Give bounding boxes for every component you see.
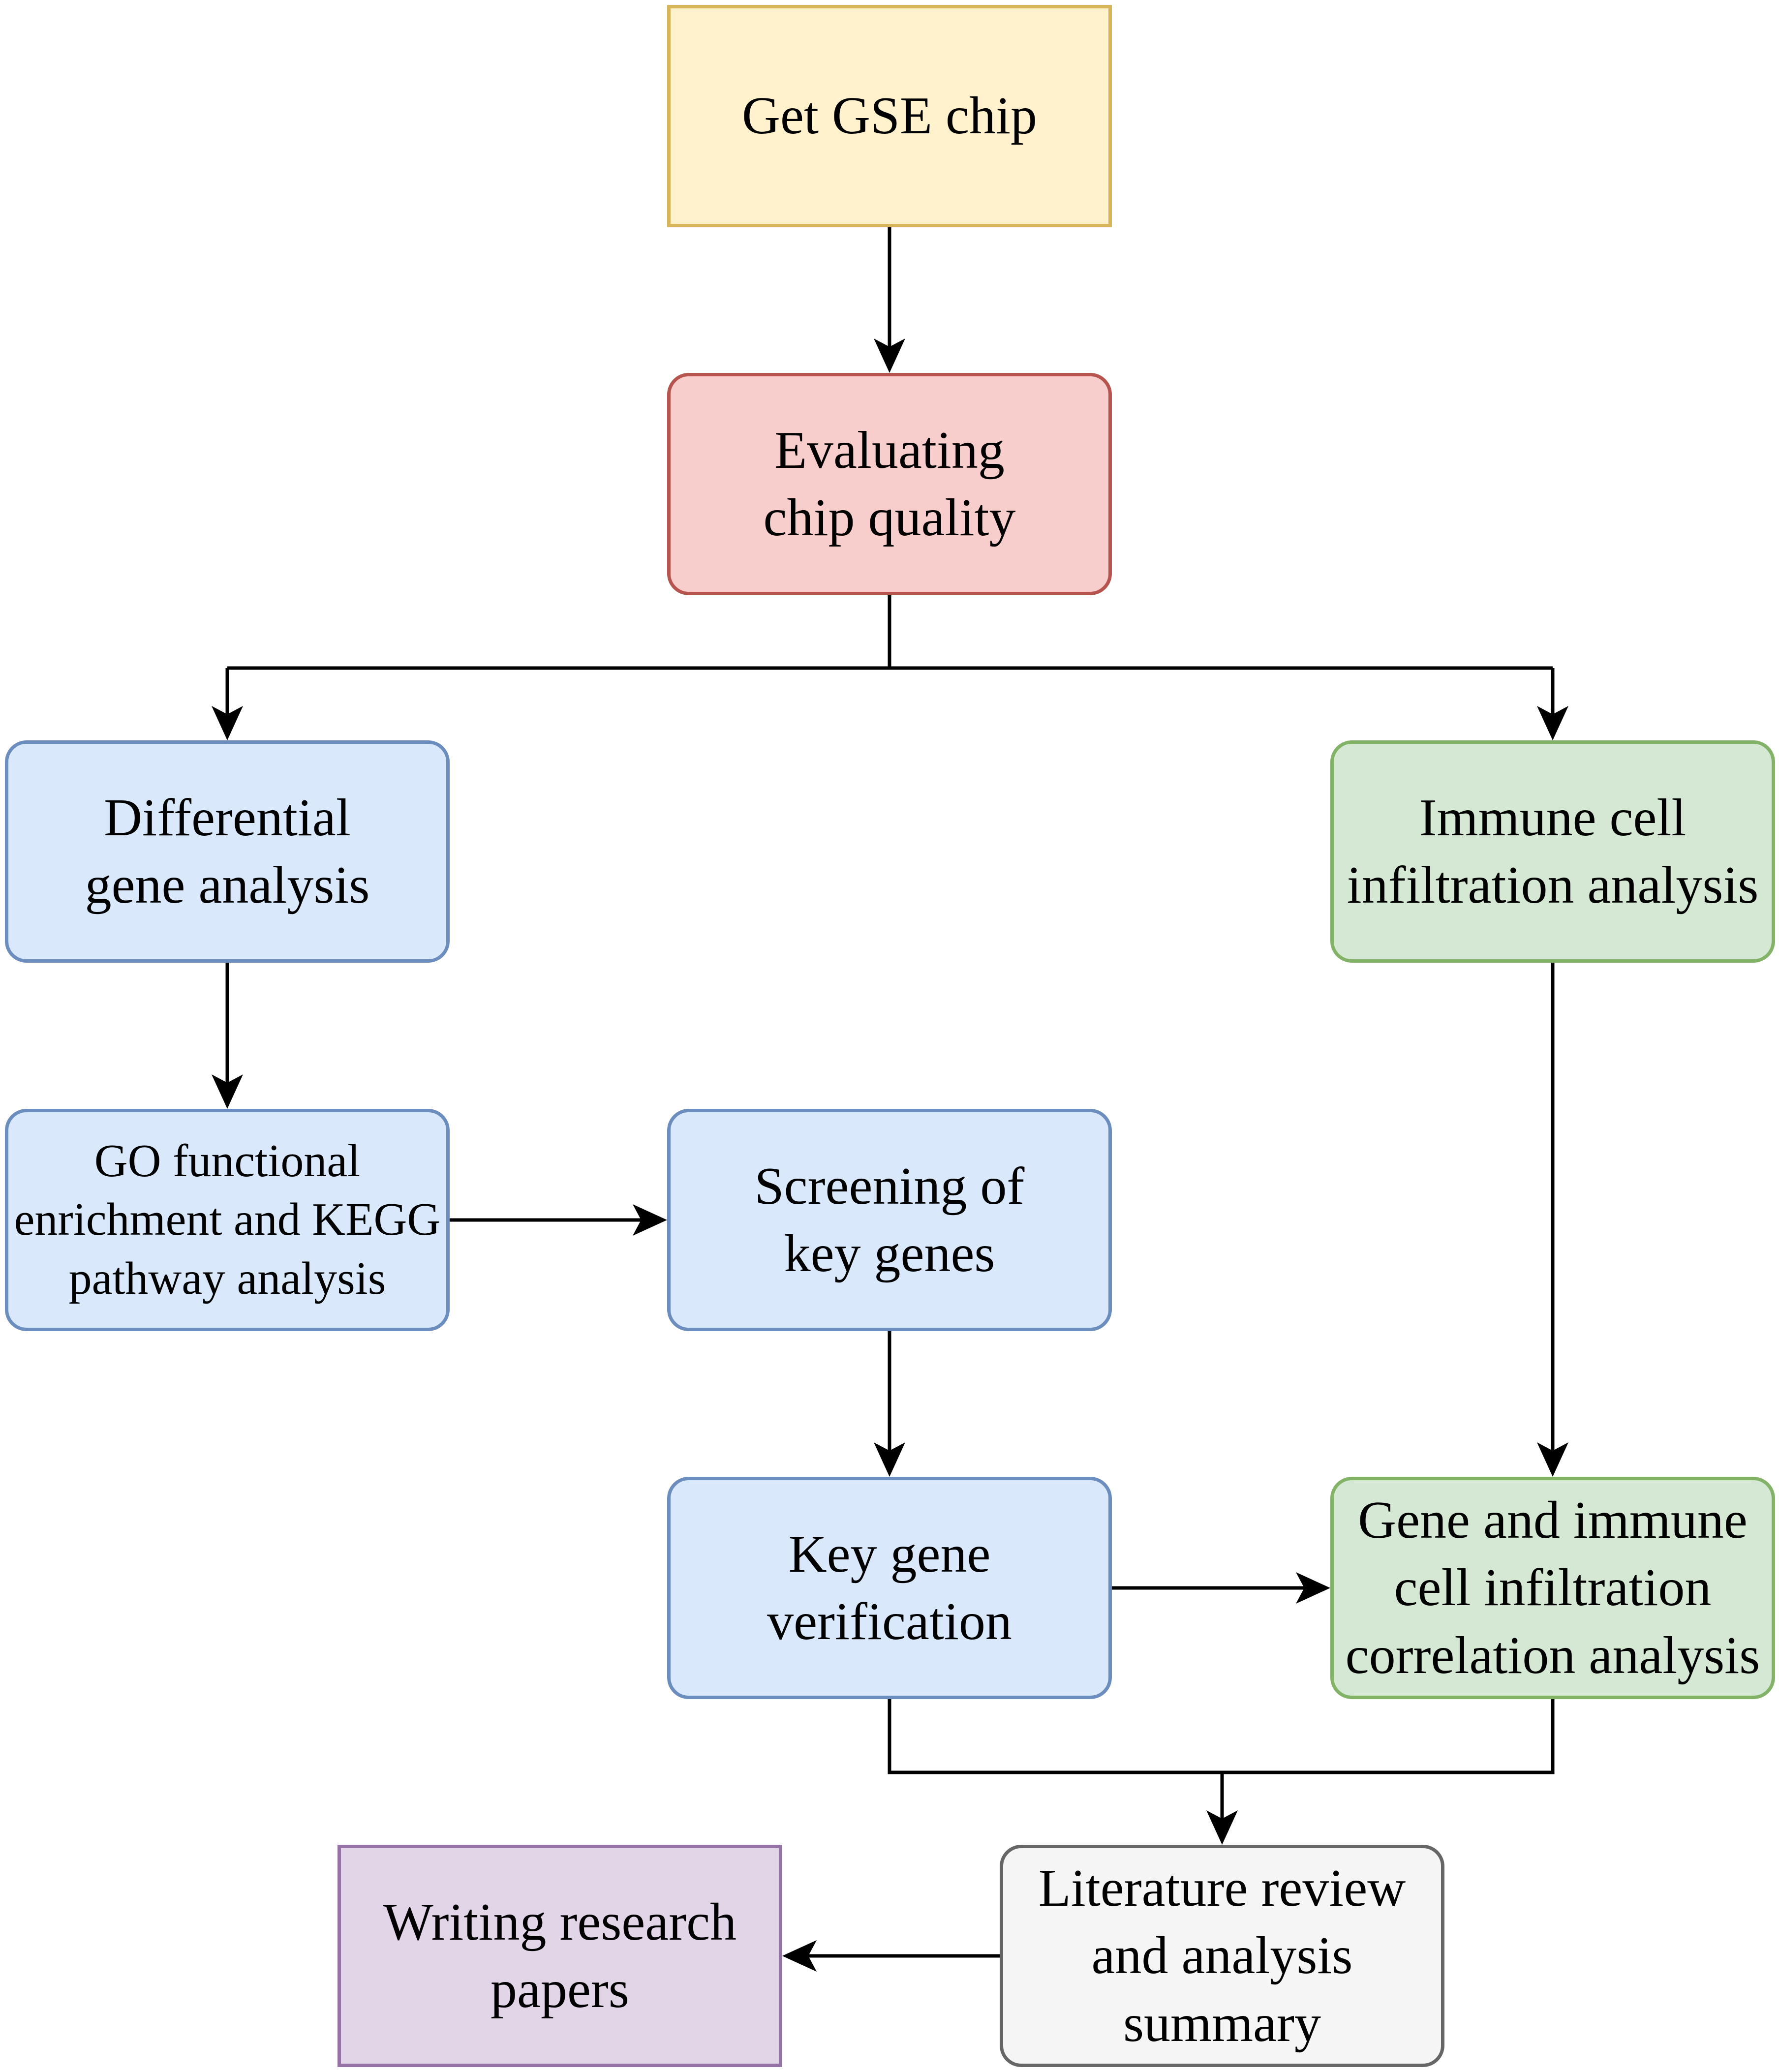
node-get-gse-chip-label: Get GSE chip [742,87,1037,146]
node-gene-immune-correlation: Gene and immune cell infiltration correl… [1330,1477,1775,1699]
node-immune-cell-infiltration-analysis: Immune cell infiltration analysis [1330,740,1775,963]
node-key-gene-verification-label: Key gene verification [767,1524,1012,1651]
node-screening-key-genes-label: Screening of key genes [754,1157,1025,1283]
arrowhead-screening-to-verification [874,1442,905,1477]
node-writing-research-papers-label: Writing research papers [383,1892,737,2019]
arrowhead-immune-to-correlation [1537,1442,1568,1477]
node-differential-gene-analysis-label: Differential gene analysis [85,788,370,914]
arrowhead-differential-to-go [212,1074,243,1109]
node-evaluating-chip-quality: Evaluating chip quality [667,373,1112,595]
node-key-gene-verification: Key gene verification [667,1477,1112,1699]
node-go-kegg-analysis-label: GO functional enrichment and KEGG pathwa… [14,1135,441,1304]
node-differential-gene-analysis: Differential gene analysis [5,740,450,963]
arrowhead-to-literature [1206,1810,1238,1845]
arrowhead-literature-to-writing [782,1940,817,1972]
node-screening-key-genes: Screening of key genes [667,1109,1112,1331]
arrowhead-to-differential [212,706,243,740]
arrowhead-verification-to-correlation [1296,1572,1330,1604]
edge-merge-to-literature [888,1699,1555,1836]
node-literature-review: Literature review and analysis summary [1000,1845,1444,2067]
arrowhead-get-to-evaluate [874,338,905,373]
node-immune-cell-infiltration-analysis-label: Immune cell infiltration analysis [1347,788,1759,914]
arrowhead-go-to-screening [633,1204,667,1236]
node-literature-review-label: Literature review and analysis summary [1038,1859,1406,2053]
node-get-gse-chip: Get GSE chip [667,5,1112,227]
edge-evaluate-split [225,595,1555,732]
node-gene-immune-correlation-label: Gene and immune cell infiltration correl… [1345,1491,1760,1685]
node-writing-research-papers: Writing research papers [337,1845,782,2067]
node-go-kegg-analysis: GO functional enrichment and KEGG pathwa… [5,1109,450,1331]
node-evaluating-chip-quality-label: Evaluating chip quality [763,421,1016,547]
arrowhead-to-immune [1537,706,1568,740]
